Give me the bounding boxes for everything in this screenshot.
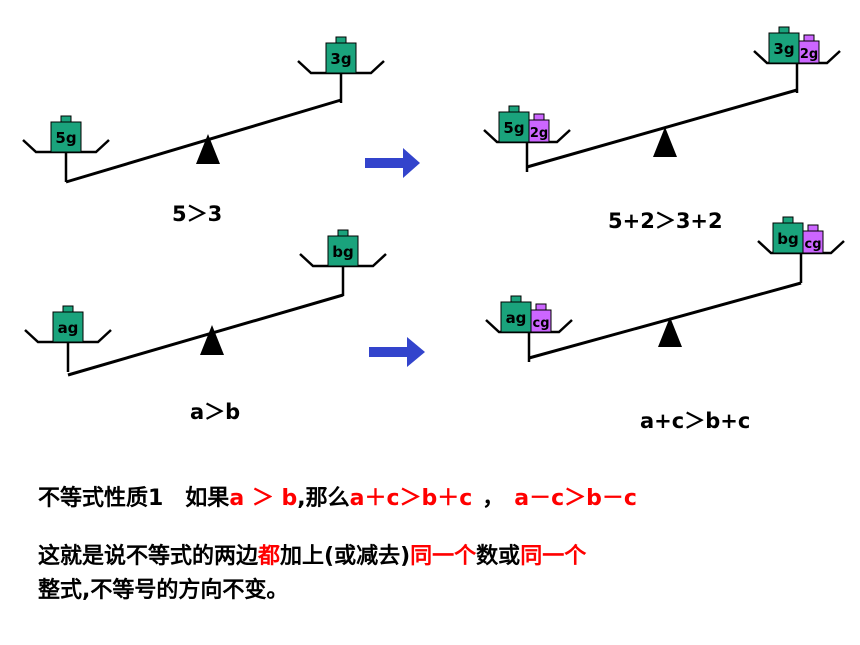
fulcrum-triangle-icon xyxy=(200,325,224,355)
property-then: ,那么 xyxy=(297,486,350,511)
scale-caption-2: 5+2＞3+2 xyxy=(608,209,723,233)
explanation-same1: 同一个 xyxy=(410,544,477,569)
weight-label: 3g xyxy=(330,50,351,68)
weight-block: 5g xyxy=(50,115,82,153)
property-lead: 不等式性质1 如果 xyxy=(38,486,230,511)
scale-caption-4: a+c＞b+c xyxy=(640,409,751,433)
scale-beam xyxy=(526,88,798,169)
fulcrum-triangle-icon xyxy=(658,317,682,347)
weight-block-small: 2g xyxy=(528,113,550,143)
weight-block: 3g xyxy=(325,36,357,74)
property-condition: a ＞ b xyxy=(229,486,298,511)
balance-scale xyxy=(526,88,798,169)
arrow-right-icon xyxy=(365,148,420,178)
balance-scale xyxy=(528,281,802,360)
explanation-both: 都 xyxy=(258,544,281,569)
weight-block: ag xyxy=(52,305,84,343)
scale-beam xyxy=(65,98,342,184)
property-result-add: a＋c＞b＋c xyxy=(349,486,473,511)
weight-label: 5g xyxy=(503,119,524,137)
explanation-line-1: 这就是说不等式的两边都加上(或减去)同一个数或同一个 xyxy=(38,538,586,570)
fulcrum-triangle-icon xyxy=(653,127,677,157)
explanation-same2: 同一个 xyxy=(520,544,587,569)
balance-scale xyxy=(65,98,342,184)
explanation-part3: 数或 xyxy=(476,544,521,569)
explanation-part2: 加上(或减去) xyxy=(280,544,411,569)
fulcrum-triangle-icon xyxy=(196,134,220,164)
property-result-sub: a－c＞b－c xyxy=(514,486,637,511)
property-separator: ， xyxy=(482,486,505,511)
weight-block: 5g xyxy=(498,105,530,143)
weight-label: bg xyxy=(777,230,798,248)
weight-label: 2g xyxy=(800,47,818,62)
weight-label: 3g xyxy=(773,40,794,58)
weight-label: ag xyxy=(58,319,79,337)
weight-label: 5g xyxy=(55,129,76,147)
weight-label: 2g xyxy=(530,126,548,141)
weight-block: bg xyxy=(772,216,804,254)
scale-caption-3: a＞b xyxy=(190,400,241,424)
weight-block-small: cg xyxy=(802,224,824,254)
weight-label: ag xyxy=(506,309,527,327)
arrow-right-icon xyxy=(369,337,425,367)
balance-scale xyxy=(67,293,344,377)
weight-block-small: 2g xyxy=(798,34,820,64)
scale-beam xyxy=(67,293,344,377)
scale-beam xyxy=(528,281,802,360)
weight-block: 3g xyxy=(768,26,800,64)
weight-label: bg xyxy=(332,243,353,261)
weight-label: cg xyxy=(804,237,821,252)
scale-caption-1: 5＞3 xyxy=(172,202,223,226)
property-statement: 不等式性质1 如果a ＞ b,那么a＋c＞b＋c ， a－c＞b－c xyxy=(38,480,637,512)
weight-block: bg xyxy=(327,229,359,267)
weight-block-small: cg xyxy=(530,303,552,333)
explanation-part1: 这就是说不等式的两边 xyxy=(38,544,259,569)
explanation-line-2: 整式,不等号的方向不变。 xyxy=(38,578,289,603)
weight-label: cg xyxy=(532,316,549,331)
weight-block: ag xyxy=(500,295,532,333)
